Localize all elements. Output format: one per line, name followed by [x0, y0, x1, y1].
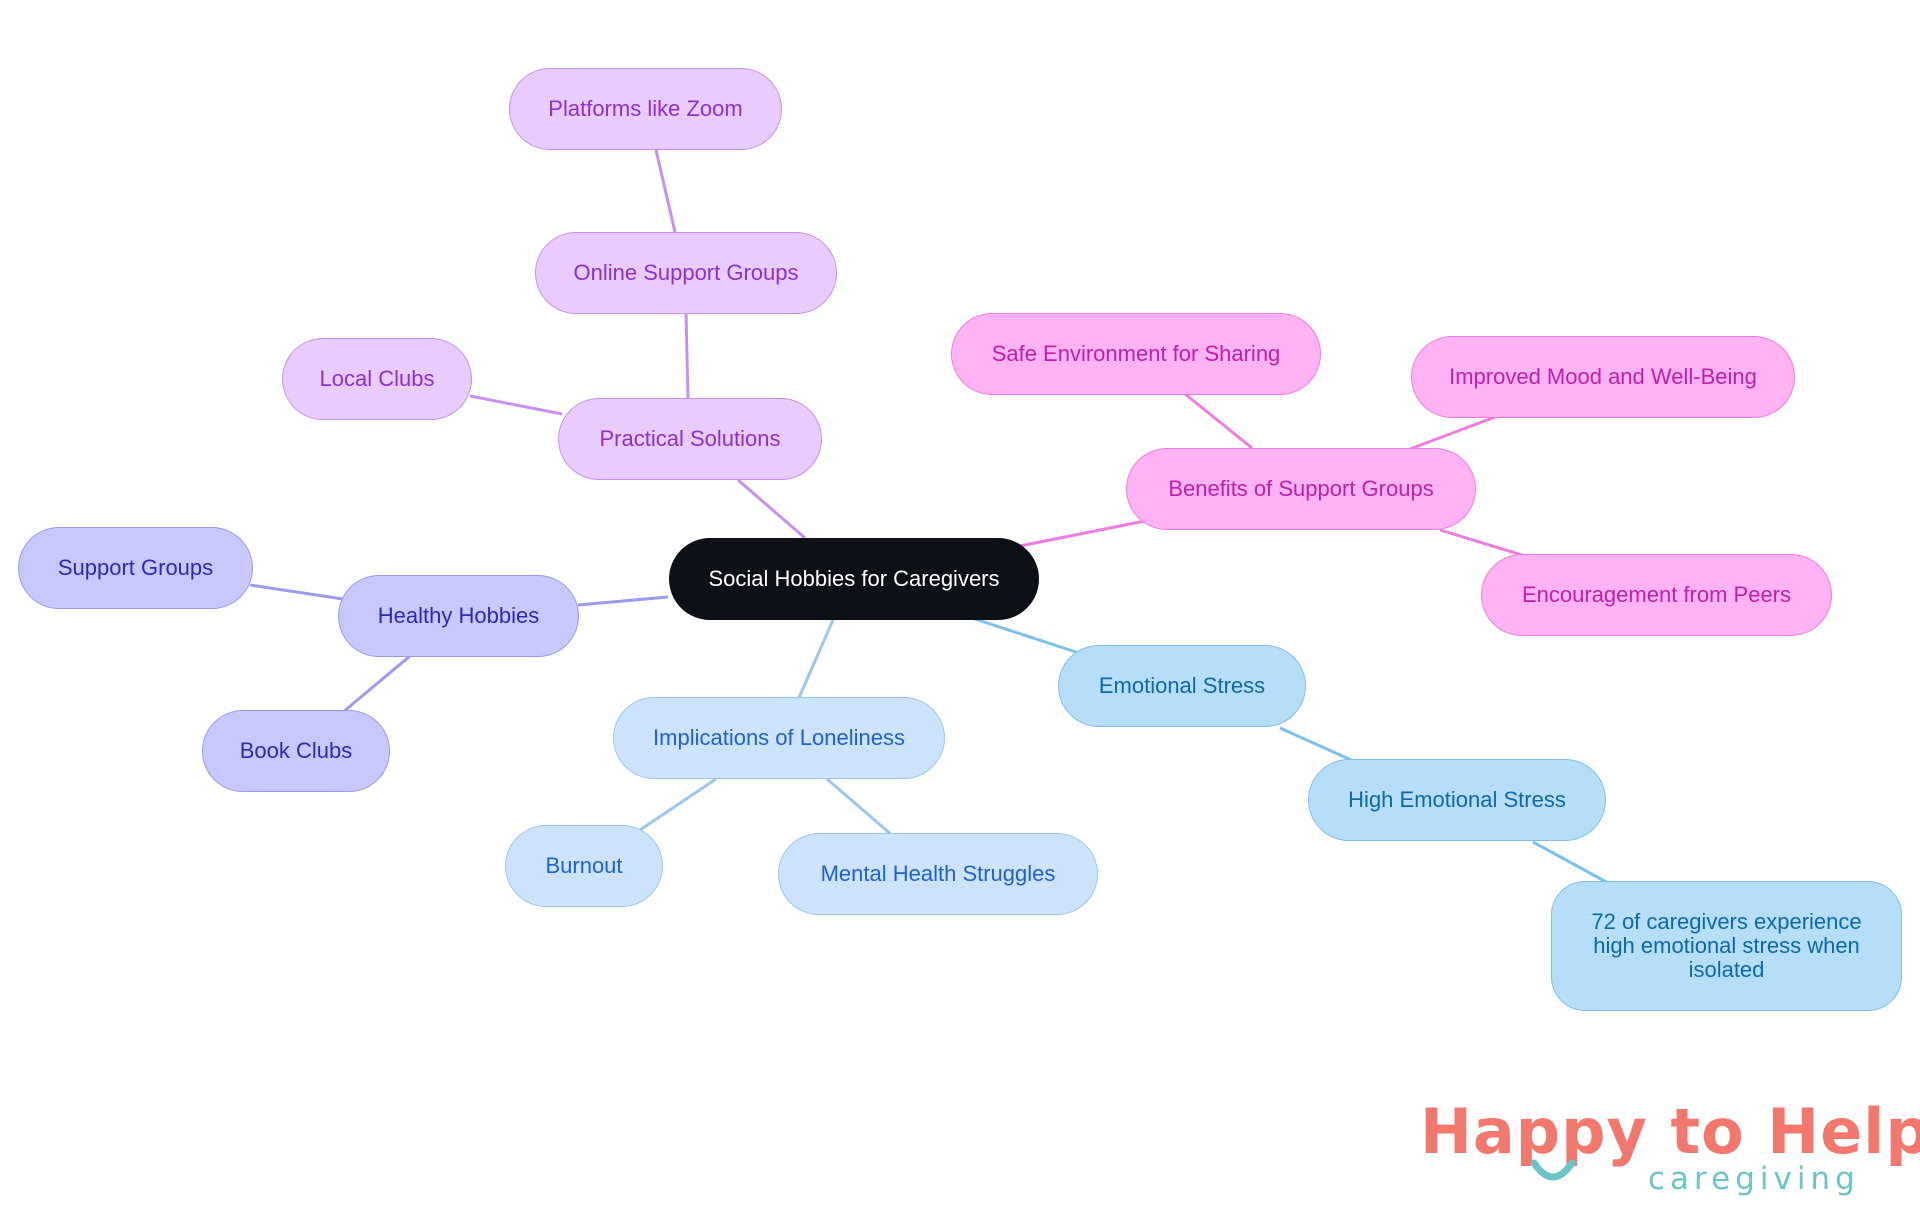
node-improved-mood: Improved Mood and Well-Being — [1411, 336, 1795, 418]
edge-online-zoom — [654, 149, 677, 233]
edge-benefits-peers — [1439, 528, 1526, 558]
edge-root-benefits — [1019, 519, 1146, 548]
node-online-support-groups: Online Support Groups — [535, 232, 837, 314]
brand-name: Happy to Help — [1420, 1095, 1920, 1168]
node-high-emotional-stress: High Emotional Stress — [1308, 759, 1606, 841]
node-practical-solutions: Practical Solutions — [558, 398, 822, 480]
node-safe-environment-for-sharing: Safe Environment for Sharing — [951, 313, 1321, 395]
node-benefits-of-support-groups: Benefits of Support Groups — [1126, 448, 1476, 530]
brand-tagline: caregiving — [1648, 1161, 1860, 1197]
edge-practical-local — [469, 394, 563, 416]
edge-loneliness-burnout — [639, 777, 717, 832]
edge-benefits-safe — [1184, 392, 1253, 450]
node-platforms-like-zoom: Platforms like Zoom — [509, 68, 782, 150]
node-emotional-stress: Emotional Stress — [1058, 645, 1306, 727]
edge-practical-online — [684, 312, 690, 399]
node-local-clubs: Local Clubs — [282, 338, 472, 420]
edge-benefits-mood — [1409, 415, 1496, 451]
edge-healthy-book — [342, 654, 411, 714]
smile-icon — [1530, 1159, 1576, 1181]
edge-root-loneliness — [796, 619, 835, 701]
node-burnout: Burnout — [505, 825, 663, 907]
edge-root-healthy — [577, 595, 669, 607]
brand-logo: Happy to Help caregiving — [1400, 1095, 1920, 1205]
edge-loneliness-mental — [826, 777, 894, 838]
edge-root-practical — [737, 478, 806, 540]
node-healthy-hobbies: Healthy Hobbies — [338, 575, 579, 657]
node-book-clubs: Book Clubs — [202, 710, 390, 792]
edge-root-emotional — [974, 617, 1086, 657]
edge-high-stat — [1532, 840, 1611, 886]
node-mental-health-struggles: Mental Health Struggles — [778, 833, 1098, 915]
node-caregiver-statistic: 72 of caregivers experience high emotion… — [1551, 881, 1902, 1011]
node-support-groups: Support Groups — [18, 527, 253, 609]
node-encouragement-from-peers: Encouragement from Peers — [1481, 554, 1832, 636]
node-implications-of-loneliness: Implications of Loneliness — [613, 697, 945, 779]
root-node: Social Hobbies for Caregivers — [669, 538, 1039, 620]
edge-healthy-support — [249, 583, 344, 601]
edge-emotional-high — [1279, 726, 1361, 766]
